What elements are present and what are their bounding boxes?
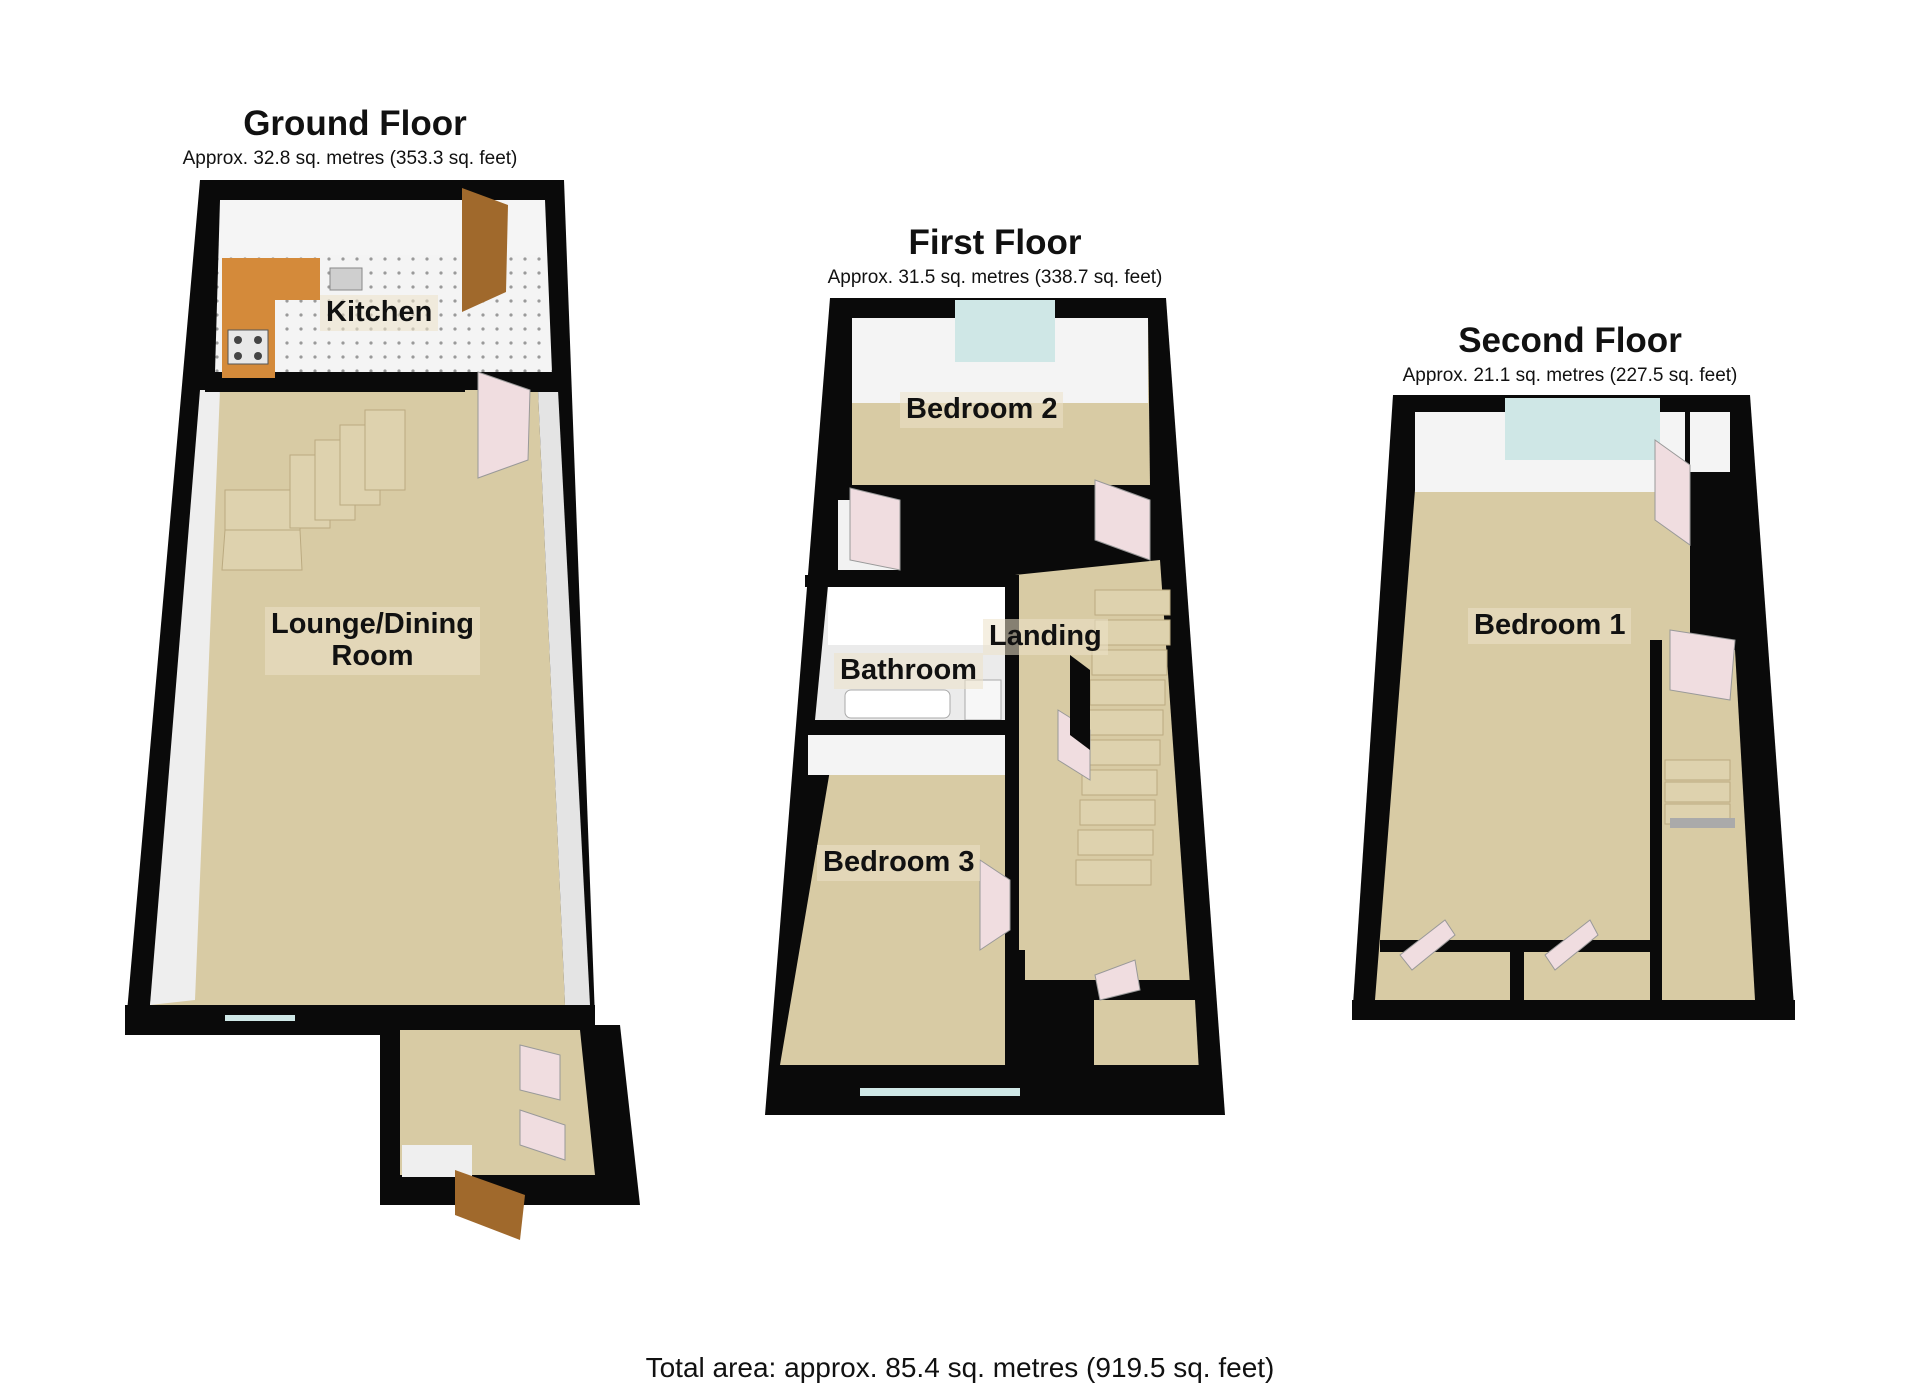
room-label-bathroom: Bathroom — [834, 653, 983, 689]
ground-floor-area: Approx. 32.8 sq. metres (353.3 sq. feet) — [182, 148, 518, 169]
room-label-kitchen: Kitchen — [320, 295, 439, 331]
second-floor-stairs — [1664, 759, 1731, 825]
bedroom-2-door — [849, 487, 901, 571]
ground-floor-title: Ground Floor — [243, 104, 467, 143]
porch-door — [455, 1170, 525, 1240]
first-floor-title: First Floor — [908, 223, 1082, 262]
lounge-door — [477, 371, 531, 479]
bedroom-3-window — [860, 1088, 1020, 1096]
room-label-lounge-line2: Room — [331, 639, 414, 672]
total-area: Total area: approx. 85.4 sq. metres (919… — [645, 1352, 1275, 1383]
ground-floor-plan — [125, 180, 640, 1240]
second-floor-plan — [1352, 395, 1795, 1020]
kitchen-door — [462, 188, 508, 312]
room-label-lounge-line1: Lounge/Dining — [271, 608, 474, 640]
room-label-landing: Landing — [983, 619, 1108, 655]
hob-icon — [227, 329, 269, 365]
bedroom-3-floor — [780, 770, 1010, 1065]
second-floor-title: Second Floor — [1458, 321, 1682, 360]
landing-stairs — [1075, 589, 1171, 886]
second-floor-area: Approx. 21.1 sq. metres (227.5 sq. feet) — [1402, 365, 1738, 386]
bath-icon — [844, 689, 951, 719]
first-floor-area: Approx. 31.5 sq. metres (338.7 sq. feet) — [827, 267, 1163, 288]
room-label-bedroom-3: Bedroom 3 — [817, 845, 981, 881]
bedroom-1-floor — [1375, 490, 1690, 1000]
bedroom-1-door — [1654, 439, 1691, 546]
room-label-lounge: Lounge/Dining Room — [265, 607, 480, 675]
bedroom-1-window — [1505, 398, 1660, 460]
bedroom-2-window — [955, 300, 1055, 362]
room-label-bedroom-2: Bedroom 2 — [900, 392, 1064, 428]
ground-floor-stairs — [221, 409, 406, 571]
room-label-bedroom-1: Bedroom 1 — [1468, 608, 1632, 644]
